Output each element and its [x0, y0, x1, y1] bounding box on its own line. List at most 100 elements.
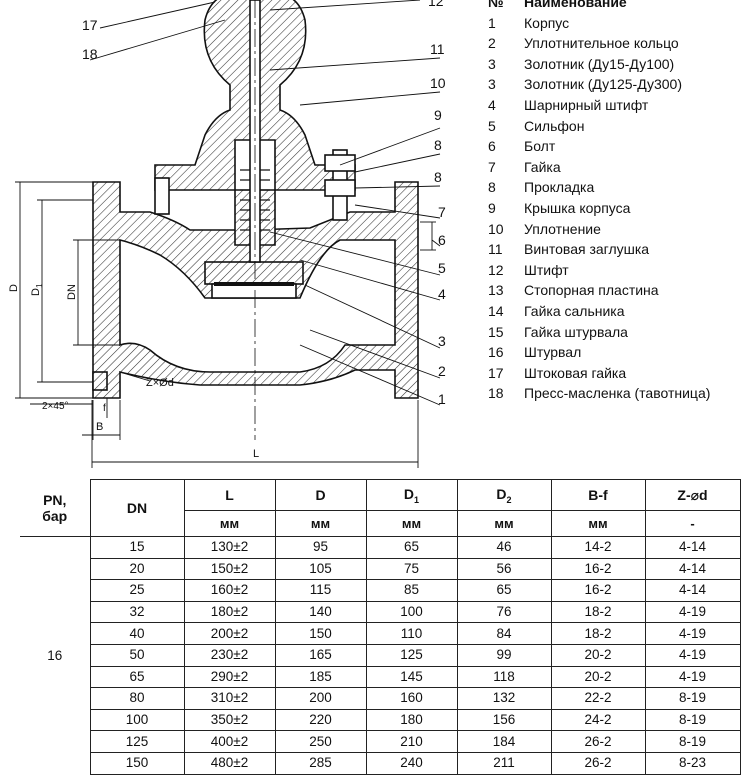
part-number: 12: [488, 261, 504, 278]
part-name: Прокладка: [524, 179, 595, 196]
part-name: Штоковая гайка: [524, 364, 627, 381]
cell-d1: 75: [365, 557, 458, 581]
cell-dn: 40: [89, 622, 185, 645]
header-Zd: Z-⌀d: [644, 479, 741, 511]
part-name: Сильфон: [524, 117, 585, 134]
parts-list-item: 17 Штоковая гайка: [480, 363, 750, 384]
cell-d: 165: [274, 643, 367, 667]
leader-label-1: 1: [438, 391, 446, 407]
cell-d1: 240: [365, 751, 458, 775]
part-name: Гайка: [524, 158, 561, 175]
cell-d: 220: [274, 708, 367, 732]
dim-label-L: L: [253, 448, 259, 460]
leader-label-4: 4: [438, 286, 446, 302]
cell-l: 200±2: [183, 622, 276, 645]
part-number: 3: [488, 55, 496, 72]
cell-l: 350±2: [183, 708, 276, 732]
cell-l: 310±2: [183, 687, 276, 710]
valve-disc: [204, 261, 304, 285]
part-name: Крышка корпуса: [524, 199, 631, 216]
part-number: 18: [488, 385, 504, 402]
parts-header-num: №: [488, 0, 504, 10]
cell-d1: 145: [365, 665, 458, 689]
cell-d: 285: [274, 751, 367, 775]
cell-d2: 84: [456, 622, 552, 645]
cell-d2: 118: [456, 665, 552, 689]
cell-bf: 16-2: [550, 557, 646, 581]
leader-label-11: 11: [430, 41, 445, 57]
cell-d1: 110: [365, 622, 458, 645]
unit-Zd: -: [644, 510, 741, 537]
part-number: 17: [488, 364, 504, 381]
part-name: Винтовая заглушка: [524, 241, 650, 258]
part-number: 1: [488, 14, 496, 31]
cell-bf: 24-2: [550, 708, 646, 732]
part-name: Стопорная пластина: [524, 282, 659, 299]
cell-dn: 50: [89, 643, 185, 667]
cell-bf: 26-2: [550, 751, 646, 775]
cell-d1: 180: [365, 708, 458, 732]
part-name: Золотник (Ду15-Ду100): [524, 55, 675, 72]
cell-dn: 125: [89, 730, 185, 753]
leader-label-8a: 8: [434, 137, 442, 153]
cell-d2: 65: [456, 579, 552, 602]
cell-d2: 132: [456, 687, 552, 710]
cell-d: 200: [274, 687, 367, 710]
unit-Bf: мм: [550, 510, 646, 537]
flange-pad: [92, 371, 108, 391]
part-number: 7: [488, 158, 496, 175]
part-name: Золотник (Ду125-Ду300): [524, 76, 682, 93]
part-number: 16: [488, 344, 504, 361]
cell-zd: 4-14: [644, 536, 741, 559]
leader-label-18: 18: [82, 46, 98, 62]
leader-label-2: 2: [438, 363, 446, 379]
part-number: 4: [488, 96, 496, 113]
cell-d2: 56: [456, 557, 552, 581]
cell-l: 130±2: [183, 536, 276, 559]
unit-L: мм: [183, 510, 276, 537]
header-dn: DN: [89, 479, 185, 537]
parts-list-item: 13 Стопорная пластина: [480, 280, 750, 301]
cell-l: 290±2: [183, 665, 276, 689]
part-name: Уплотнительное кольцо: [524, 35, 679, 52]
cell-zd: 8-19: [644, 708, 741, 732]
part-number: 13: [488, 282, 504, 299]
leader-lines: [89, 0, 441, 406]
cell-zd: 4-19: [644, 622, 741, 645]
cell-l: 150±2: [183, 557, 276, 581]
header-D2: D2: [456, 479, 552, 511]
cell-bf: 16-2: [550, 579, 646, 602]
dim-label-B: B: [96, 421, 103, 433]
cell-zd: 8-19: [644, 687, 741, 710]
cell-d: 115: [274, 579, 367, 602]
part-number: 2: [488, 35, 496, 52]
dim-label-bolts: Z×Ød: [146, 377, 174, 389]
header-D: D: [274, 479, 367, 511]
part-name: Болт: [524, 138, 556, 155]
part-name: Шарнирный штифт: [524, 96, 649, 113]
cell-l: 400±2: [183, 730, 276, 753]
part-name: Штурвал: [524, 344, 582, 361]
cell-dn: 15: [89, 536, 185, 559]
cell-d1: 125: [365, 643, 458, 667]
parts-header-name: Наименование: [524, 0, 627, 10]
parts-list-item: 3 Золотник (Ду15-Ду100): [480, 54, 750, 75]
cell-zd: 4-14: [644, 557, 741, 581]
cell-d2: 184: [456, 730, 552, 753]
valve-section-drawing: 17 18 11 10 9 8 8 7 6 5 4 3 2 1 12 D D1 …: [8, 0, 446, 468]
cell-zd: 8-19: [644, 730, 741, 753]
cell-l: 480±2: [183, 751, 276, 775]
leader-label-7: 7: [438, 204, 446, 220]
parts-list-item: 2 Уплотнительное кольцо: [480, 33, 750, 54]
